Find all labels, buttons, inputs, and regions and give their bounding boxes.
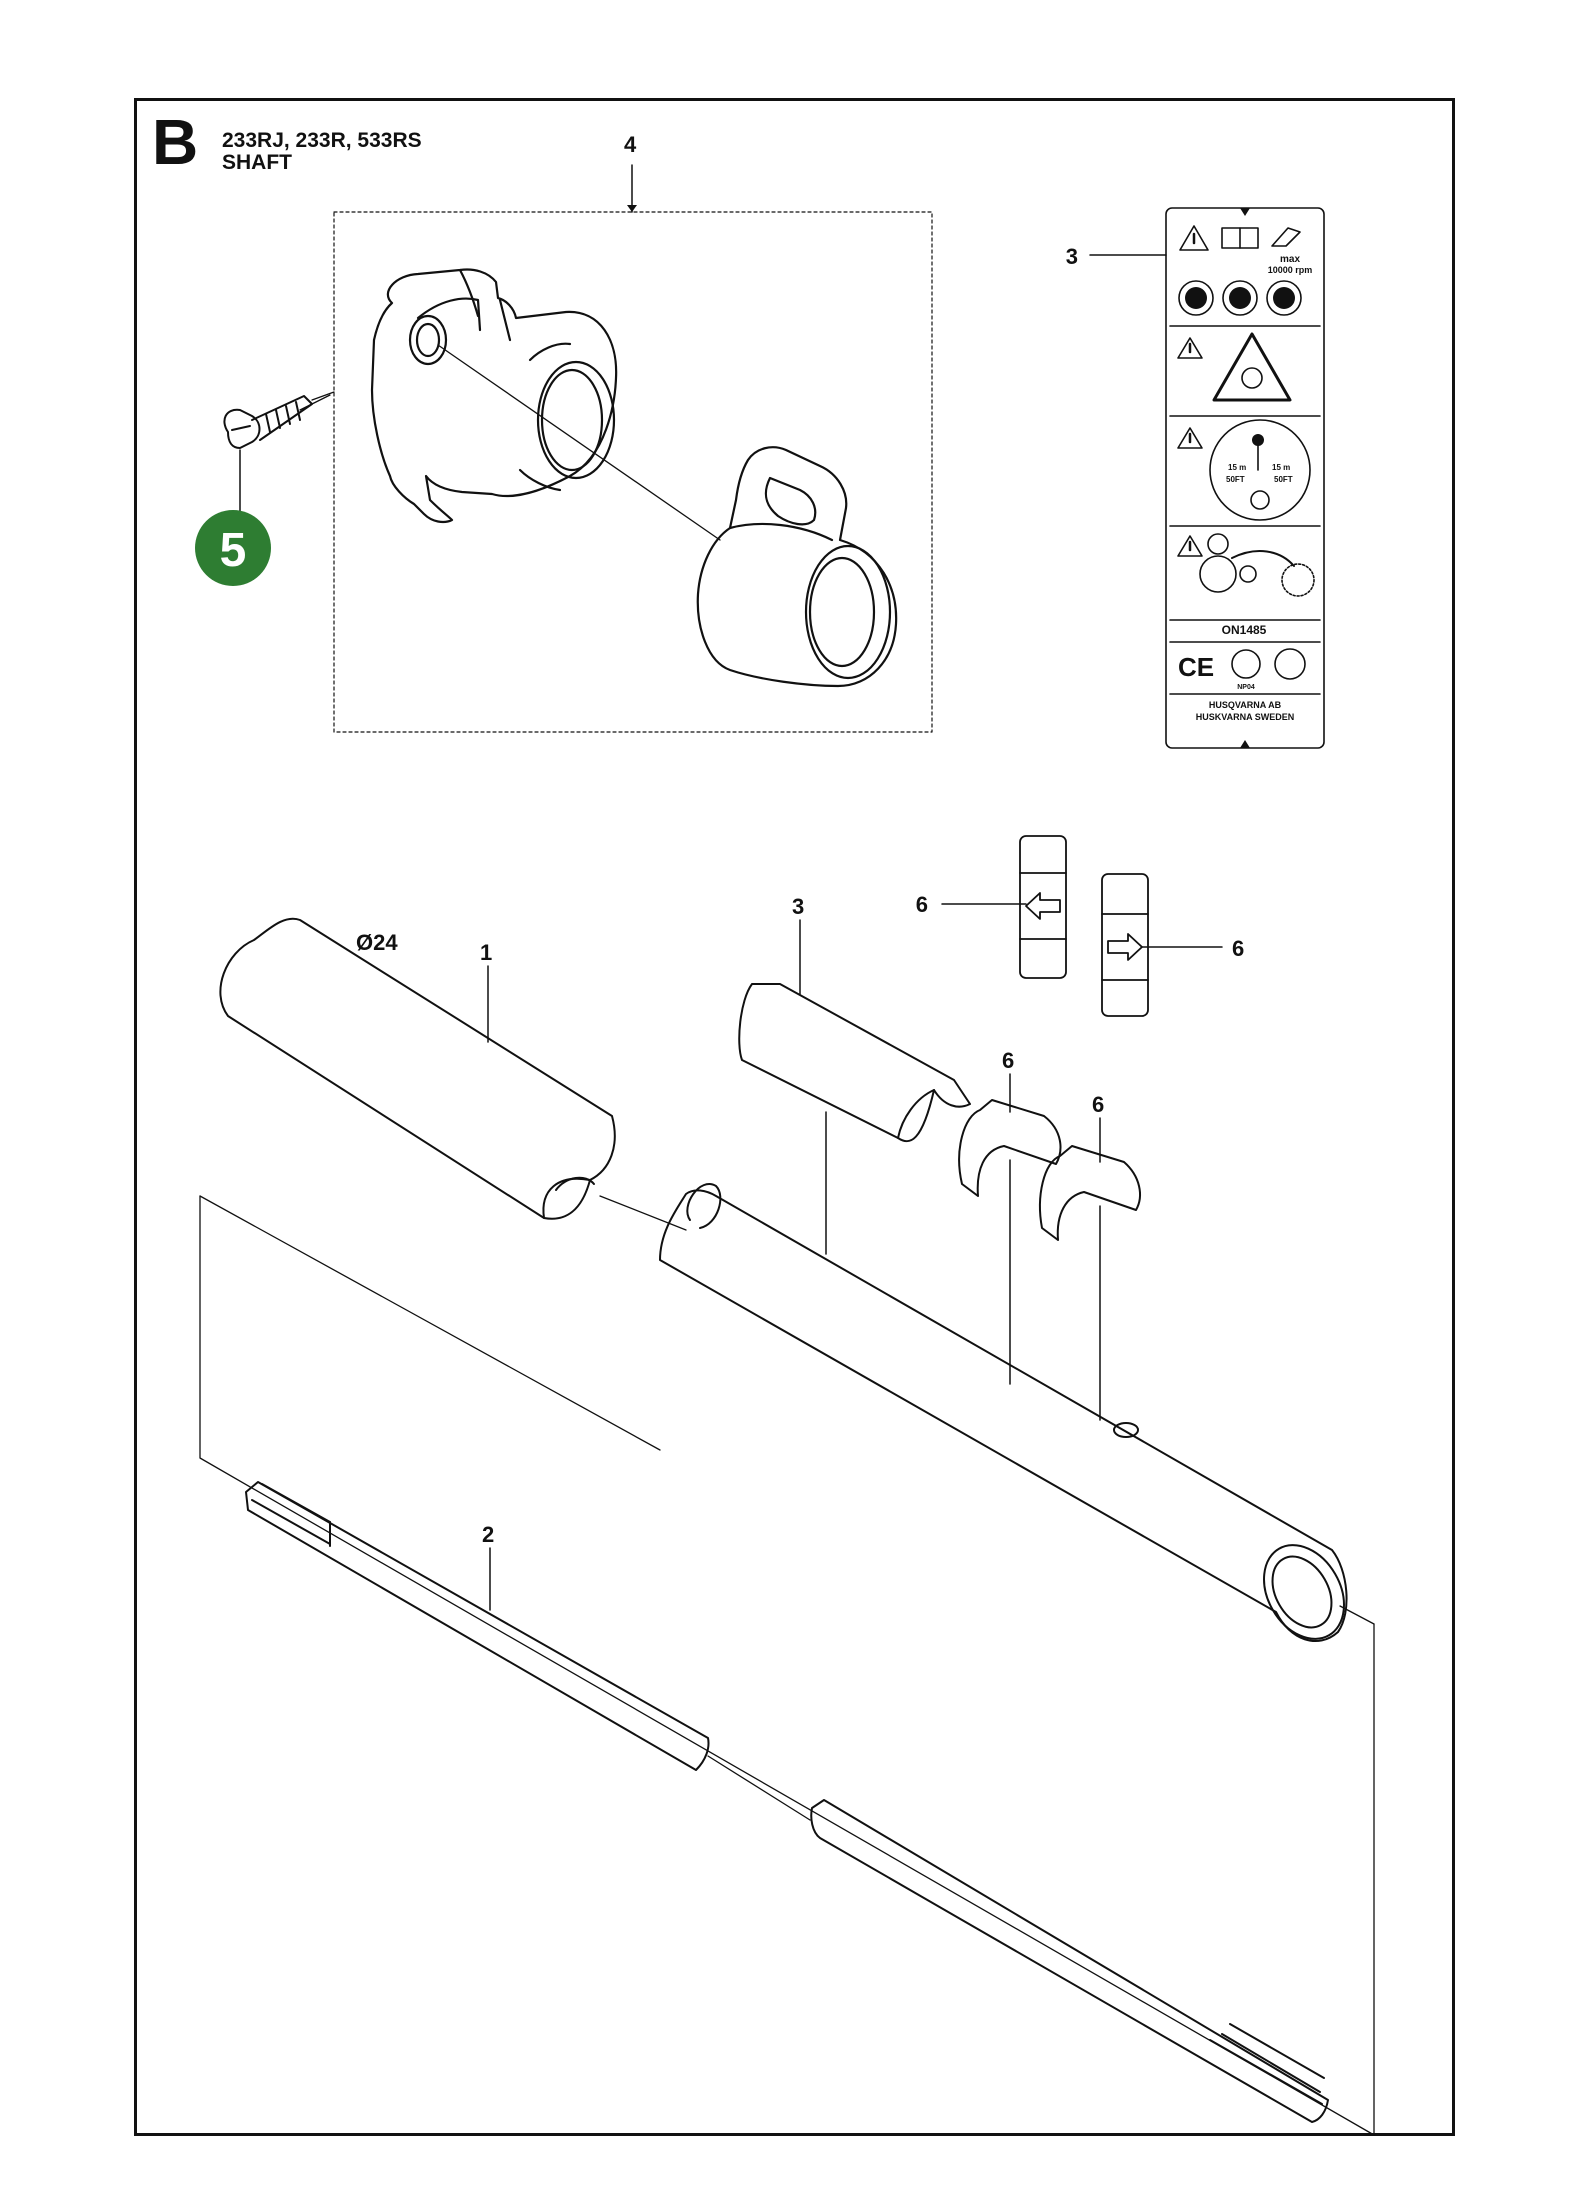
arrow-sticker-right <box>1101 873 1149 1017</box>
callout-4: 4 <box>624 132 637 157</box>
gost-mark-icon <box>1274 648 1306 680</box>
sticker-max: max <box>1280 254 1300 265</box>
arrow-sticker-left <box>1019 835 1067 979</box>
arrow-left-icon <box>1025 892 1061 920</box>
model-list: 233RJ, 233R, 533RS <box>222 129 422 152</box>
callout-5-badge <box>195 510 271 586</box>
sticker-distance-left: 15 m <box>1228 463 1246 472</box>
sticker-cert-code: NP04 <box>1237 684 1255 691</box>
blade-rotation-icon <box>1199 555 1237 593</box>
screw-part <box>223 391 335 449</box>
shaft-parts: 1 Ø24 3 6 6 <box>199 894 1375 2136</box>
safety-distance-icon <box>1209 419 1311 521</box>
sticker-distance-left-ft: 50FT <box>1226 475 1245 484</box>
dashed-kit-box <box>333 211 933 733</box>
fuel-icon <box>1271 227 1301 247</box>
page-frame <box>134 98 1455 2136</box>
callout-6-clip-b: 6 <box>1092 1092 1104 1117</box>
callout-6-clip-a: 6 <box>1002 1048 1014 1073</box>
clamp-assembly-group: 4 <box>195 132 933 733</box>
callout-5: 5 <box>220 524 247 577</box>
drive-shaft-envelope <box>199 1195 1375 2136</box>
callout-3-sticker: 3 <box>1066 244 1078 269</box>
thrown-objects-warning-icon <box>1212 332 1292 402</box>
drive-shaft-2: 2 <box>245 1481 1329 2123</box>
main-shaft-tube <box>599 1183 1348 1642</box>
diagram-title: 233RJ, 233R, 533RS SHAFT <box>222 129 422 175</box>
sticker-location: HUSKVARNA SWEDEN <box>1196 712 1295 722</box>
callout-2: 2 <box>482 1522 494 1547</box>
arrow-stickers: 6 6 <box>916 835 1244 1017</box>
section-letter: B <box>152 106 199 178</box>
sticker-distance-right: 15 m <box>1272 463 1290 472</box>
callout-1: 1 <box>480 940 492 965</box>
sticker-rpm: 10000 rpm <box>1268 265 1313 275</box>
shaft-clamp-upper <box>370 268 618 524</box>
gloves-icon <box>1222 280 1258 316</box>
shaft-clamp-lower <box>696 446 898 688</box>
ce-mark: CE <box>1178 652 1214 682</box>
outer-tube-1: 1 Ø24 <box>219 917 616 1220</box>
callout-3-tube: 3 <box>792 894 804 919</box>
arrow-right-icon <box>1107 933 1143 961</box>
page-title: SHAFT <box>222 151 292 175</box>
warning-triangle-icon <box>1179 225 1209 251</box>
ear-protection-icon <box>1178 280 1214 316</box>
boots-icon <box>1266 280 1302 316</box>
tube-sticker-3: 3 <box>738 894 971 1255</box>
sticker-distance-right-ft: 50FT <box>1274 475 1293 484</box>
cert-mark-icon <box>1231 649 1261 679</box>
callout-6-arrow-left: 6 <box>916 892 928 917</box>
warning-label-sticker: 3 max 10000 rpm 15 m 50FT 15 m 50FT <box>1066 207 1325 749</box>
callout-6-arrow-right: 6 <box>1232 936 1244 961</box>
clip-stickers-6: 6 6 <box>958 1048 1141 1421</box>
sticker-approval: ON1485 <box>1222 623 1267 637</box>
diameter-label: Ø24 <box>356 930 398 955</box>
sticker-maker: HUSQVARNA AB <box>1209 700 1282 710</box>
